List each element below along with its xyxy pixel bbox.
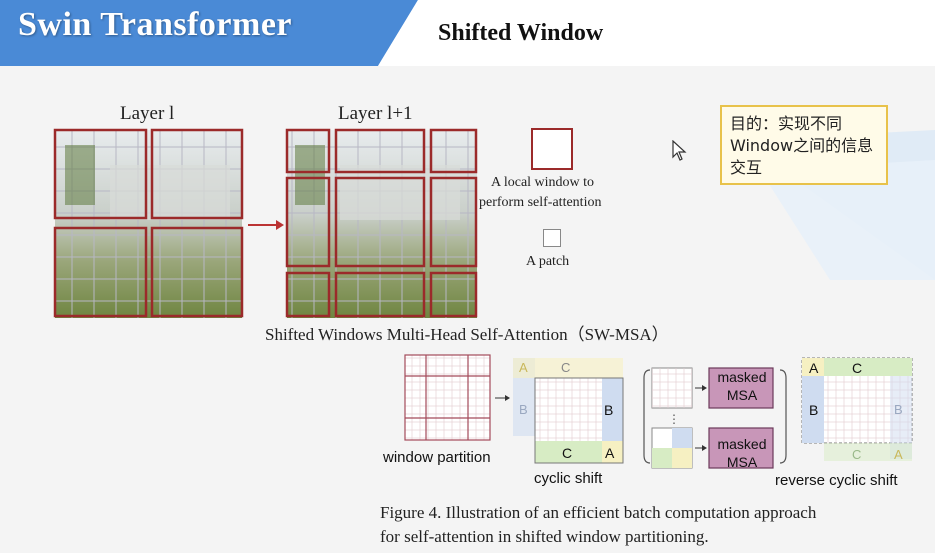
- slide-subtitle: Shifted Window: [438, 20, 604, 46]
- figure-caption-line-1: Figure 4. Illustration of an efficient b…: [380, 503, 817, 522]
- layer-l1-windows: [285, 128, 478, 318]
- reverse-region-b: B: [809, 402, 819, 418]
- layer-l1-image: [287, 130, 477, 318]
- cyclic-shift-label: cyclic shift: [534, 470, 603, 487]
- mouse-cursor-icon: [672, 140, 687, 161]
- legend-window-swatch: [531, 128, 573, 170]
- shift-arrow: [248, 220, 284, 230]
- shift-region-b: B: [604, 402, 614, 418]
- legend-patch-swatch: [543, 229, 561, 247]
- shift-region-b-ghost: B: [519, 402, 528, 417]
- title-banner: [0, 0, 935, 66]
- reverse-cyclic-shift-grid: [801, 357, 913, 461]
- shift-region-c: C: [562, 445, 573, 461]
- mixed-window: [651, 427, 693, 469]
- layer-l1-label: Layer l+1: [338, 103, 413, 124]
- legend-window-label-2: perform self-attention: [479, 195, 602, 210]
- masked-msa-box-2: [708, 427, 774, 469]
- legend-window-label-1: A local window to: [491, 175, 595, 190]
- window-partition-grid: [404, 354, 491, 441]
- purpose-note: 目的：实现不同Window之间的信息交互: [720, 105, 888, 185]
- reverse-region-c-ghost: C: [852, 447, 862, 462]
- window-partition-label: window partition: [383, 449, 491, 466]
- reverse-region-b-ghost: B: [894, 402, 903, 417]
- slide-title: Swin Transformer: [18, 6, 293, 43]
- diagram-caption: Shifted Windows Multi-Head Self-Attentio…: [265, 325, 669, 344]
- figure-caption-line-2: for self-attention in shifted window par…: [380, 527, 709, 546]
- ellipsis: ⋮: [668, 412, 680, 426]
- reverse-cyclic-shift-label: reverse cyclic shift: [775, 472, 898, 489]
- legend-patch-label: A patch: [526, 254, 570, 269]
- reverse-region-a: A: [809, 360, 819, 376]
- shift-region-a: A: [605, 445, 615, 461]
- shift-region-c-ghost: C: [561, 360, 571, 375]
- cyclic-shift-grid: [513, 358, 624, 464]
- masked-msa-box-1: [708, 367, 774, 409]
- shift-region-a-ghost: A: [519, 360, 528, 375]
- layer-l-label: Layer l: [120, 103, 175, 124]
- reverse-region-a-ghost: A: [894, 447, 903, 462]
- layer-l-image: [55, 130, 242, 318]
- reverse-region-c: C: [852, 360, 863, 376]
- shifted-window-diagram: [53, 128, 478, 318]
- layer-l-windows: [53, 128, 244, 318]
- batch-computation-diagram: [404, 354, 913, 469]
